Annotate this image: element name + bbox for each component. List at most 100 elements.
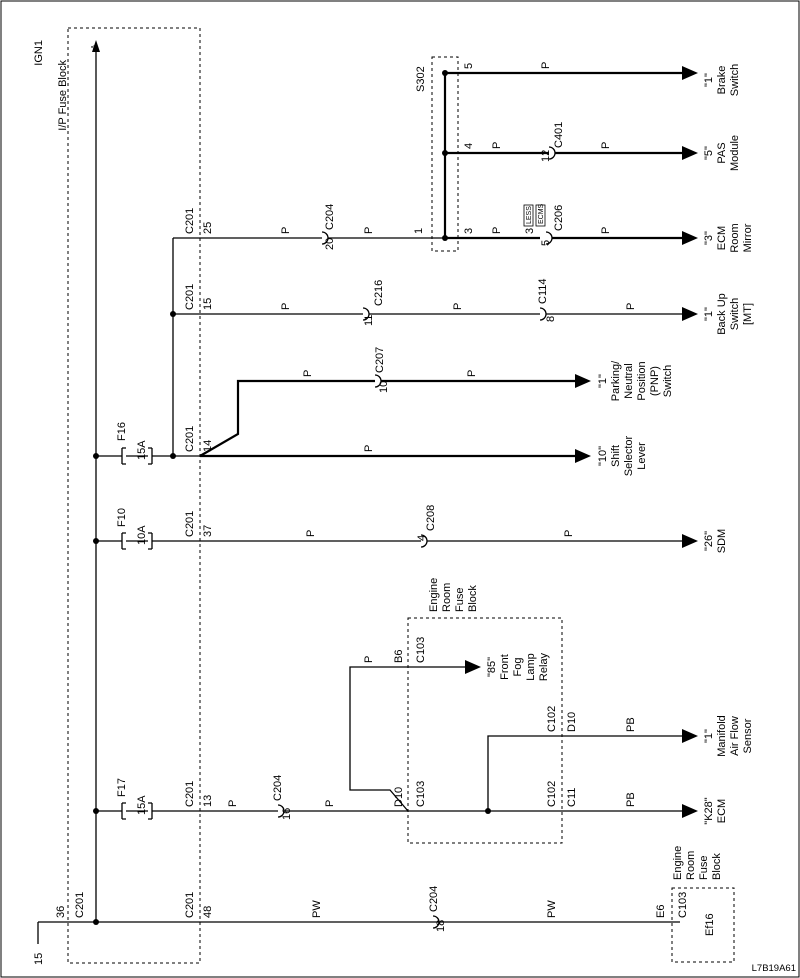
ecm-room-dest-1: ECM (716, 226, 728, 250)
maf-dest-0: "1" (703, 729, 715, 743)
pnp-dest-5: Switch (662, 365, 674, 397)
ecm-room-color1: P (280, 227, 292, 234)
ecm-arrow-icon (682, 804, 698, 818)
brake-pin: 5 (463, 63, 475, 69)
backup-color3: P (625, 303, 637, 310)
efb-label-2: Fuse (454, 588, 466, 612)
efb2-label-1: Room (685, 851, 697, 880)
brake-dest-1: Brake (716, 66, 728, 95)
pas-color1: P (491, 142, 503, 149)
ecm-in-pin: D10 (393, 787, 405, 807)
sdm-pin: 37 (202, 525, 214, 537)
bus-dot-bottom (93, 919, 99, 925)
ecm-room-spl-out: 3 (463, 228, 475, 234)
ecm-pin: 13 (202, 795, 214, 807)
bottom-pin-e: E6 (655, 905, 667, 918)
tag-ecms-box (535, 204, 546, 227)
bottom-fuse: Ef16 (704, 913, 716, 936)
sdm-color2: P (563, 530, 575, 537)
bottom-c204-pin: 18 (435, 920, 447, 932)
fuse-f10-id: F10 (116, 508, 128, 527)
pnp-dest-2: Neutral (623, 363, 635, 398)
backup-c114: C114 (537, 279, 549, 304)
splice-s302-label: S302 (415, 66, 427, 92)
backup-c216: C216 (373, 280, 385, 306)
shift-color: P (363, 445, 375, 452)
pnp-dest-1: Parking/ (610, 360, 622, 401)
maf-arrow-icon (682, 729, 698, 743)
bottom-c204: C204 (428, 886, 440, 912)
tag-less: LESS (526, 206, 533, 224)
pnp-dest-0: "1" (597, 374, 609, 388)
pnp-color1: P (302, 370, 314, 377)
efb-label-0: Engine (428, 578, 440, 612)
brake-dest-2: Switch (729, 64, 741, 96)
shift-dest-2: Selector (623, 435, 635, 476)
fog-pin: B6 (393, 650, 405, 663)
bottom-c201: C201 (184, 892, 196, 918)
fog-dest-0: "85" (486, 657, 498, 677)
backup-dest-2: Switch (729, 298, 741, 330)
shift-c201: C201 (184, 426, 196, 452)
fuse-f10-rating: 10A (136, 525, 148, 545)
tag-ecms: ECMS (538, 203, 545, 224)
shift-dest-3: Lever (636, 442, 648, 470)
ecm-room-color3: P (491, 227, 503, 234)
pas-dest-1: PAS (716, 142, 728, 163)
ecm-color2: P (324, 800, 336, 807)
figure-id: L7B19A61 (752, 963, 796, 974)
efb2-label-0: Engine (672, 846, 684, 880)
pnp-dest-4: (PNP) (649, 366, 661, 396)
sdm-c201: C201 (184, 511, 196, 537)
ecm-out-conn: C102 (546, 781, 558, 807)
pnp-dest-3: Position (636, 361, 648, 400)
bottom-color2: PW (546, 900, 558, 918)
maf-color: PB (625, 717, 637, 732)
pin-36-label: 36 (55, 906, 67, 918)
sdm-c208-pin: 4 (416, 535, 428, 541)
ecm-room-arrow-icon (682, 231, 698, 245)
ecm-room-c206-in: 3 (524, 228, 536, 234)
shift-arrow-icon (575, 449, 591, 463)
junction-f16 (170, 453, 176, 459)
backup-dest-0: "1" (703, 307, 715, 321)
sdm-dest-0: "26" (703, 531, 715, 551)
ecm-room-c201: C201 (184, 208, 196, 234)
efb-label-3: Block (467, 585, 479, 612)
bottom-pin: 48 (202, 906, 214, 918)
ecm-room-color2: P (363, 227, 375, 234)
ecm-c204-pin: 16 (281, 808, 293, 820)
fuse-f17-rating: 15A (136, 795, 148, 815)
fog-dest-1: Front (499, 654, 511, 680)
wire-pnp-1 (199, 379, 375, 457)
bus-marker: A (91, 44, 98, 49)
maf-dest-3: Sensor (742, 718, 754, 753)
maf-conn: C102 (546, 706, 558, 732)
tag-less-box (523, 204, 534, 227)
backup-color2: P (452, 303, 464, 310)
ecm-room-c206: C206 (553, 205, 565, 231)
ecm-out-pin: C11 (566, 788, 578, 807)
ecm-room-c206-out: 5 (540, 240, 552, 246)
backup-dest-3: [MT] (742, 303, 754, 325)
fog-dest-4: Relay (538, 652, 550, 681)
maf-pin: D10 (566, 712, 578, 732)
pnp-color2: P (466, 370, 478, 377)
ecm-c201: C201 (184, 781, 196, 807)
backup-dest-1: Back Up (716, 293, 728, 335)
backup-c216-pin: 11 (363, 315, 375, 326)
ecm-c204: C204 (272, 775, 284, 801)
pas-color2: P (600, 142, 612, 149)
backup-c114-pin: 8 (545, 316, 557, 322)
fog-color: P (363, 656, 375, 663)
bottom-color1: PW (311, 900, 323, 918)
pas-dest-0: "5" (703, 146, 715, 160)
brake-color: P (540, 62, 552, 69)
maf-dest-1: Manifold (716, 715, 728, 757)
pnp-arrow-icon (575, 374, 591, 388)
ecm-in-conn: C103 (415, 781, 427, 807)
pnp-c207-pin: 10 (378, 381, 390, 393)
ecm-room-pin: 25 (202, 222, 214, 234)
ecm-room-dest-0: "3" (703, 231, 715, 245)
